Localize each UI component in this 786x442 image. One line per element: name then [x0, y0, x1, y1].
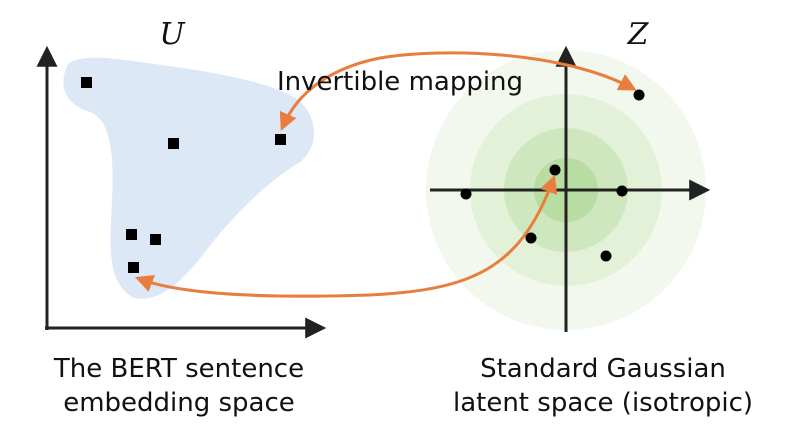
u-space-label: U [159, 17, 186, 52]
latent-point [633, 89, 645, 101]
embedding-point [126, 229, 137, 240]
mapping-arrow-bottom [134, 174, 558, 298]
embedding-point [128, 262, 139, 273]
embedding-point [150, 234, 161, 245]
embedding-caption-line-1: The BERT sentence [53, 354, 305, 384]
latent-point [616, 185, 628, 197]
mapping-arrow-top [279, 51, 637, 131]
embedding-point [81, 77, 92, 88]
latent-space-caption: Standard Gaussian latent space (isotropi… [430, 352, 776, 420]
latent-point [549, 164, 561, 176]
latent-caption-line-2: latent space (isotropic) [452, 388, 754, 418]
embedding-space-caption: The BERT sentence embedding space [24, 352, 334, 420]
latent-point [460, 188, 472, 200]
latent-caption-line-1: Standard Gaussian [480, 354, 726, 384]
embedding-point [275, 134, 286, 145]
z-space-label: Z [627, 17, 650, 52]
invertible-mapping-label: Invertible mapping [277, 67, 523, 97]
embedding-point [168, 138, 179, 149]
embedding-axes [36, 45, 327, 339]
latent-point [600, 250, 612, 262]
embedding-caption-line-2: embedding space [63, 388, 295, 418]
